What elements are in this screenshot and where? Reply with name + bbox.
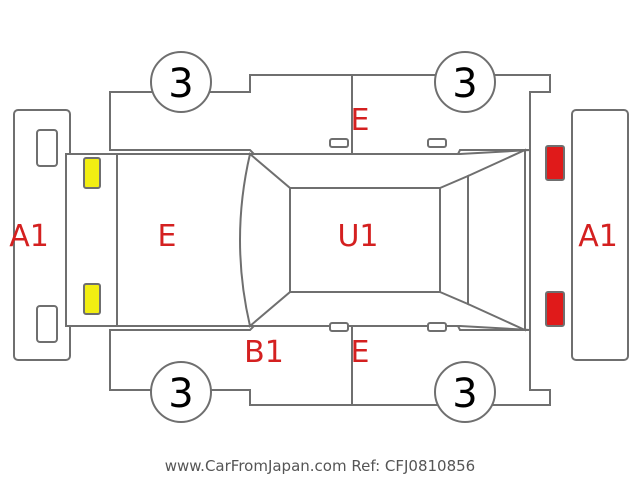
front-bumper: A1 bbox=[9, 109, 71, 361]
roof-code: U1 bbox=[337, 219, 378, 254]
tire-rear-right: 3 bbox=[434, 361, 496, 423]
rear-bumper: A1 bbox=[571, 109, 629, 361]
tire-front-left: 3 bbox=[150, 51, 212, 113]
front-bumper-code: A1 bbox=[9, 219, 49, 254]
door-handle bbox=[427, 322, 447, 332]
taillight-right bbox=[545, 291, 565, 327]
door-handle bbox=[329, 138, 349, 148]
trunk-panel bbox=[467, 148, 526, 332]
roof-panel bbox=[289, 187, 441, 293]
front-bumper-right-vent bbox=[36, 305, 58, 343]
rear-bumper-code: A1 bbox=[578, 219, 618, 254]
tire-front-right: 3 bbox=[150, 361, 212, 423]
windshield bbox=[239, 152, 291, 328]
left-front-fender-code: B1 bbox=[244, 335, 284, 370]
door-handle bbox=[329, 322, 349, 332]
tire-rear-left-code: 3 bbox=[452, 61, 477, 107]
right-doors-code: E bbox=[351, 103, 370, 138]
front-bumper-left-vent bbox=[36, 129, 58, 167]
tire-front-right-code: 3 bbox=[168, 371, 193, 417]
hood-panel bbox=[116, 153, 251, 327]
headlight-left bbox=[83, 157, 101, 189]
tire-rear-left: 3 bbox=[434, 51, 496, 113]
left-doors-code: E bbox=[351, 335, 370, 370]
reference-caption: www.CarFromJapan.com Ref: CFJ0810856 bbox=[164, 457, 476, 475]
hood-code: E bbox=[158, 219, 177, 254]
car-body bbox=[65, 74, 551, 406]
tire-rear-right-code: 3 bbox=[452, 371, 477, 417]
taillight-left bbox=[545, 145, 565, 181]
headlight-right bbox=[83, 283, 101, 315]
door-handle bbox=[427, 138, 447, 148]
rear-window bbox=[439, 174, 469, 306]
tire-front-left-code: 3 bbox=[168, 61, 193, 107]
